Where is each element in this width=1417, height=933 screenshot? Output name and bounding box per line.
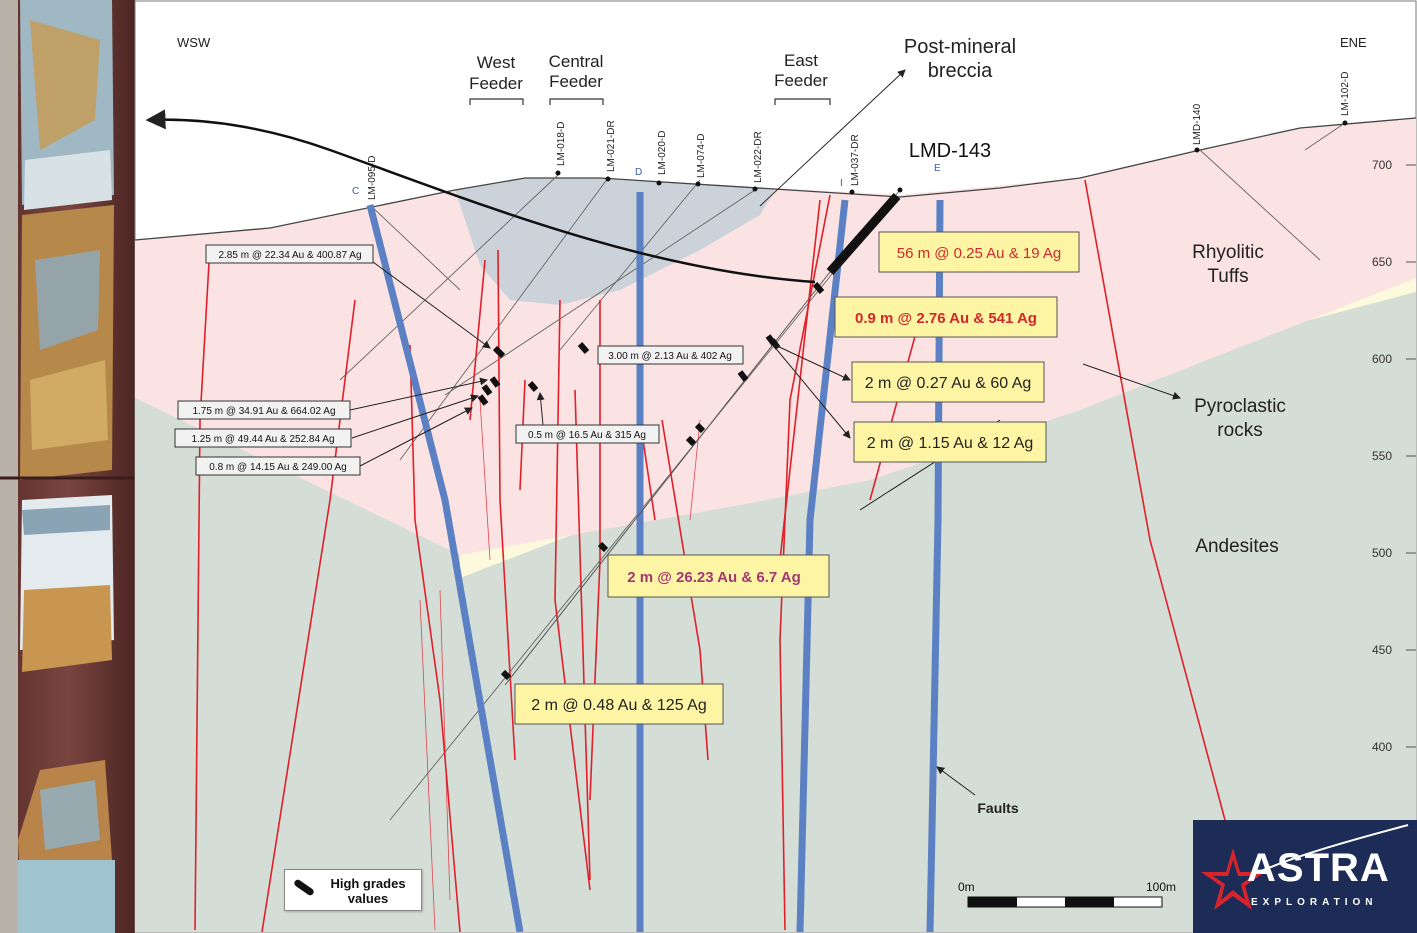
intercept-large-5: 2 m @ 26.23 Au & 6.7 Ag	[627, 569, 801, 586]
feeder-brackets	[469, 98, 831, 105]
lmd-143-hole	[826, 193, 901, 275]
elev-400: 400	[1372, 740, 1392, 754]
hole-lmd-140: LMD-140	[1192, 103, 1203, 145]
hole-lm-021-dr: LM-021-DR	[606, 120, 617, 172]
intercept-small-2: 3.00 m @ 2.13 Au & 402 Ag	[608, 351, 732, 362]
drill-core-photo	[0, 0, 135, 933]
main-hole-label: LMD-143	[909, 140, 991, 162]
orientation-left: WSW	[177, 35, 211, 50]
section-letters: C D I E	[352, 163, 941, 197]
breccia-label-line2: breccia	[928, 60, 993, 82]
unit-rhyolitic-line2: Tuffs	[1207, 266, 1248, 287]
unit-labels: Rhyolitic Tuffs Pyroclastic rocks Andesi…	[1192, 242, 1286, 557]
intercept-large-2: 0.9 m @ 2.76 Au & 541 Ag	[855, 310, 1037, 327]
star-icon	[1201, 824, 1409, 910]
breccia-label-line1: Post-mineral	[904, 36, 1016, 58]
hole-lm-037-dr: LM-037-DR	[850, 134, 861, 186]
intercept-large-6: 2 m @ 0.48 Au & 125 Ag	[531, 697, 706, 714]
section-letter-c: C	[352, 186, 359, 197]
intercept-small-1: 2.85 m @ 22.34 Au & 400.87 Ag	[218, 250, 361, 261]
intercept-small-3: 1.75 m @ 34.91 Au & 664.02 Ag	[192, 406, 335, 417]
high-grade-ticks	[477, 282, 825, 681]
feeder-labels: West Feeder Central Feeder East Feeder	[469, 51, 828, 93]
central-feeder-line1: Central	[549, 52, 604, 71]
scale-start: 0m	[958, 880, 975, 894]
scale-end: 100m	[1146, 880, 1176, 894]
elev-650: 650	[1372, 255, 1392, 269]
intercept-small-4: 0.5 m @ 16.5 Au & 315 Ag	[528, 430, 646, 441]
west-feeder-line1: West	[477, 53, 516, 72]
elevation-labels: 700 650 600 550 500 450 400	[1372, 158, 1392, 754]
intercept-large-3: 2 m @ 0.27 Au & 60 Ag	[865, 375, 1032, 392]
central-feeder-line2: Feeder	[549, 72, 603, 91]
rhyolitic-tuffs-unit	[135, 118, 1416, 555]
east-feeder-line2: Feeder	[774, 71, 828, 90]
section-letter-d: D	[635, 167, 642, 178]
faults-label: Faults	[977, 800, 1018, 816]
unit-andesites: Andesites	[1195, 536, 1278, 557]
legend: High grades values	[284, 869, 422, 911]
intercept-large-4: 2 m @ 1.15 Au & 12 Ag	[867, 435, 1034, 452]
thin-drill-traces	[339, 122, 1346, 821]
hole-lm-022-dr: LM-022-DR	[753, 131, 764, 183]
breccia-arc-arrow	[145, 109, 816, 284]
elev-550: 550	[1372, 449, 1392, 463]
unit-pyroclastic-line2: rocks	[1217, 420, 1262, 441]
elev-500: 500	[1372, 546, 1392, 560]
hole-lm-020-d: LM-020-D	[657, 131, 668, 175]
elev-450: 450	[1372, 643, 1392, 657]
intercept-small-5: 1.25 m @ 49.44 Au & 252.84 Ag	[191, 434, 334, 445]
legend-line2: values	[347, 891, 389, 906]
scale-bar: 0m 100m	[958, 880, 1176, 908]
unit-rhyolitic-line1: Rhyolitic	[1192, 242, 1264, 263]
hole-lm-102-d: LM-102-D	[1340, 72, 1351, 116]
topography-line	[134, 117, 1417, 241]
hole-lm-095-d: LM-095-D	[367, 156, 378, 200]
legend-line1: High grades	[330, 876, 406, 891]
orientation-right: ENE	[1340, 35, 1367, 50]
intercept-small-6: 0.8 m @ 14.15 Au & 249.00 Ag	[209, 462, 346, 473]
intercept-large-1: 56 m @ 0.25 Au & 19 Ag	[897, 245, 1062, 262]
section-letter-i: I	[840, 178, 843, 189]
west-feeder-line2: Feeder	[469, 74, 523, 93]
large-intercept-boxes: 56 m @ 0.25 Au & 19 Ag 0.9 m @ 2.76 Au &…	[514, 231, 1080, 725]
east-feeder-line1: East	[784, 51, 818, 70]
section-letter-e: E	[934, 163, 941, 174]
breccia-body	[455, 178, 775, 305]
elevation-ticks	[1406, 164, 1416, 748]
unit-pyroclastic-line1: Pyroclastic	[1194, 396, 1286, 417]
drill-hole-names: LM-095-D LM-018-D LM-021-DR LM-020-D LM-…	[367, 72, 1351, 200]
elev-700: 700	[1372, 158, 1392, 172]
hole-lm-074-d: LM-074-D	[696, 134, 707, 178]
small-intercept-boxes: 2.85 m @ 22.34 Au & 400.87 Ag 3.00 m @ 2…	[174, 244, 744, 476]
astra-logo: ASTRA EXPLORATION	[1193, 820, 1417, 933]
collar-dots	[555, 120, 1348, 195]
hole-lm-018-d: LM-018-D	[556, 122, 567, 166]
elev-600: 600	[1372, 352, 1392, 366]
high-grade-swatch	[292, 878, 316, 897]
logo-name: ASTRA	[1247, 846, 1390, 890]
logo-sub: EXPLORATION	[1251, 897, 1378, 908]
fault-lines	[194, 179, 1226, 933]
legend-text: High grades values	[318, 876, 418, 906]
